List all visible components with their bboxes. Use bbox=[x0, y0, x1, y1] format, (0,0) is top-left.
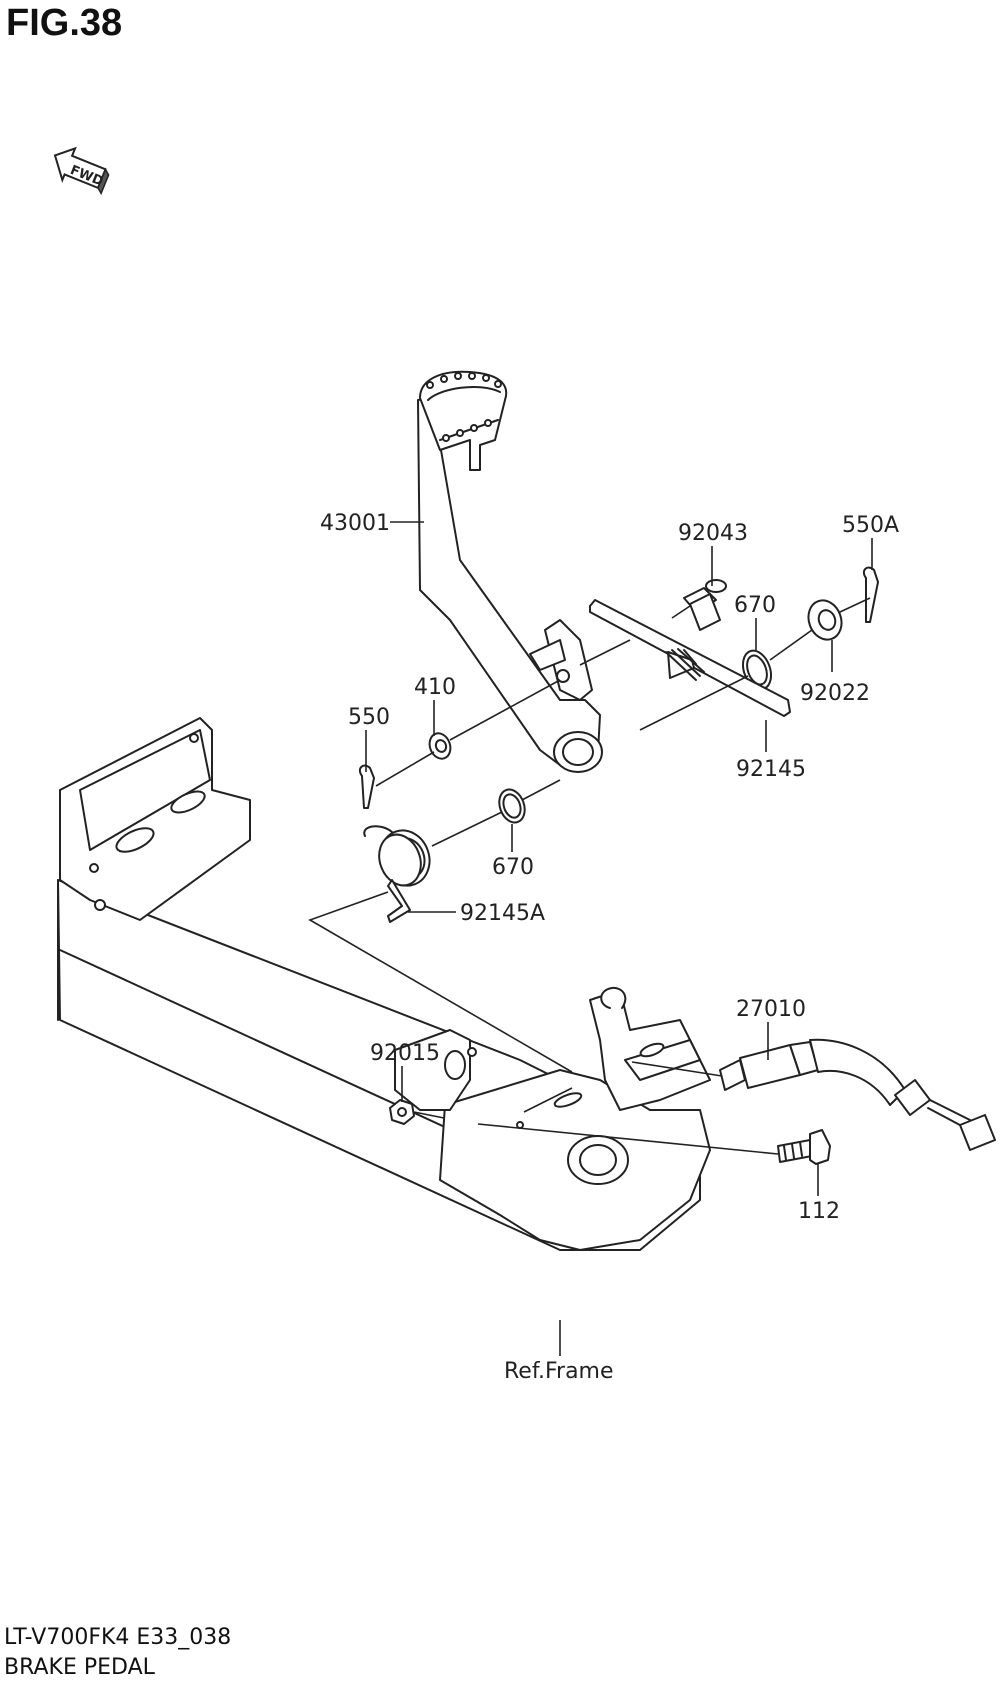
assembly-lines bbox=[308, 521, 873, 1356]
callout-92145A: 92145A bbox=[460, 901, 545, 926]
brake-pedal-part bbox=[417, 370, 603, 773]
brake-switch-27010-part bbox=[719, 1038, 996, 1151]
callout-92043: 92043 bbox=[678, 521, 748, 546]
callout-27010: 27010 bbox=[736, 997, 806, 1022]
spring-92145A-part bbox=[363, 825, 431, 923]
frame-part bbox=[57, 717, 711, 1251]
washer-410-part bbox=[428, 732, 452, 760]
callout-550A: 550A bbox=[842, 513, 899, 538]
callout-112: 112 bbox=[798, 1199, 840, 1224]
model-code: LT-V700FK4 E33_038 bbox=[4, 1625, 232, 1650]
nut-92015-part bbox=[389, 1099, 415, 1125]
callout-670-lower: 670 bbox=[492, 855, 534, 880]
callout-92145: 92145 bbox=[736, 757, 806, 782]
oring-670-lower-part bbox=[498, 788, 526, 824]
cotter-pin-550A-part bbox=[862, 566, 879, 623]
callout-410: 410 bbox=[414, 675, 456, 700]
figure-caption: BRAKE PEDAL bbox=[4, 1655, 155, 1680]
washer-92022-part bbox=[807, 599, 843, 641]
fwd-arrow-icon: FWD bbox=[53, 146, 110, 196]
cotter-pin-550-part bbox=[358, 764, 375, 809]
bolt-112-part bbox=[777, 1129, 831, 1165]
figure-title: FIG.38 bbox=[6, 2, 123, 44]
callout-43001: 43001 bbox=[320, 511, 390, 536]
callout-550: 550 bbox=[348, 705, 390, 730]
callout-670-upper: 670 bbox=[734, 593, 776, 618]
callout-92015: 92015 bbox=[370, 1041, 440, 1066]
callout-ref-frame: Ref.Frame bbox=[504, 1359, 614, 1384]
pin-92043-part bbox=[683, 579, 727, 631]
spring-92145-part bbox=[589, 599, 791, 717]
callout-92022: 92022 bbox=[800, 681, 870, 706]
